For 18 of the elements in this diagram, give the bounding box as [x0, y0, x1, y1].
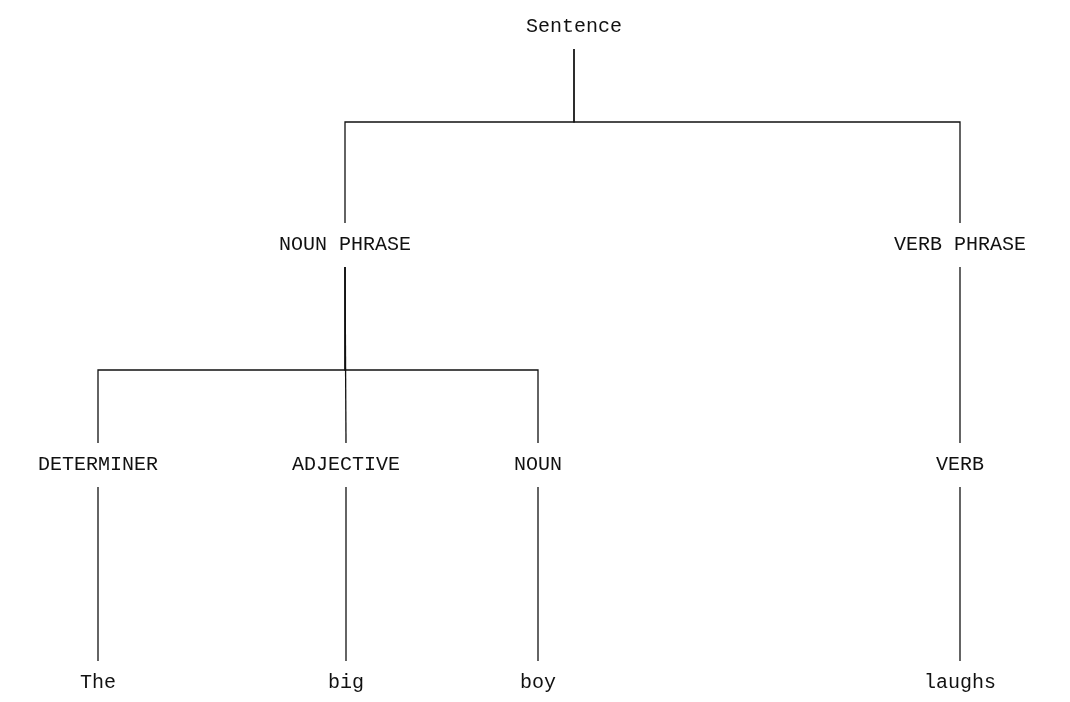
tree-branch-line [97, 486, 99, 662]
tree-node-label: boy [520, 661, 556, 702]
tree-node-label: ADJECTIVE [292, 443, 400, 487]
tree-node-label: VERB PHRASE [894, 223, 1026, 267]
tree-node-label: VERB [936, 443, 984, 487]
tree-branch-line [345, 486, 347, 662]
tree-branch-line [344, 266, 539, 444]
tree-branch-line [959, 266, 961, 444]
tree-node-label: NOUN [514, 443, 562, 487]
tree-branch-line [959, 486, 961, 662]
tree-node-label: NOUN PHRASE [279, 223, 411, 267]
tree-node-label: laughs [924, 661, 996, 702]
tree-node-label: The [80, 661, 116, 702]
tree-node-label: big [328, 661, 364, 702]
tree-node-label: DETERMINER [38, 443, 158, 487]
tree-node-label: Sentence [526, 5, 622, 49]
tree-branch-line [537, 486, 539, 662]
tree-branch-line [573, 48, 961, 224]
